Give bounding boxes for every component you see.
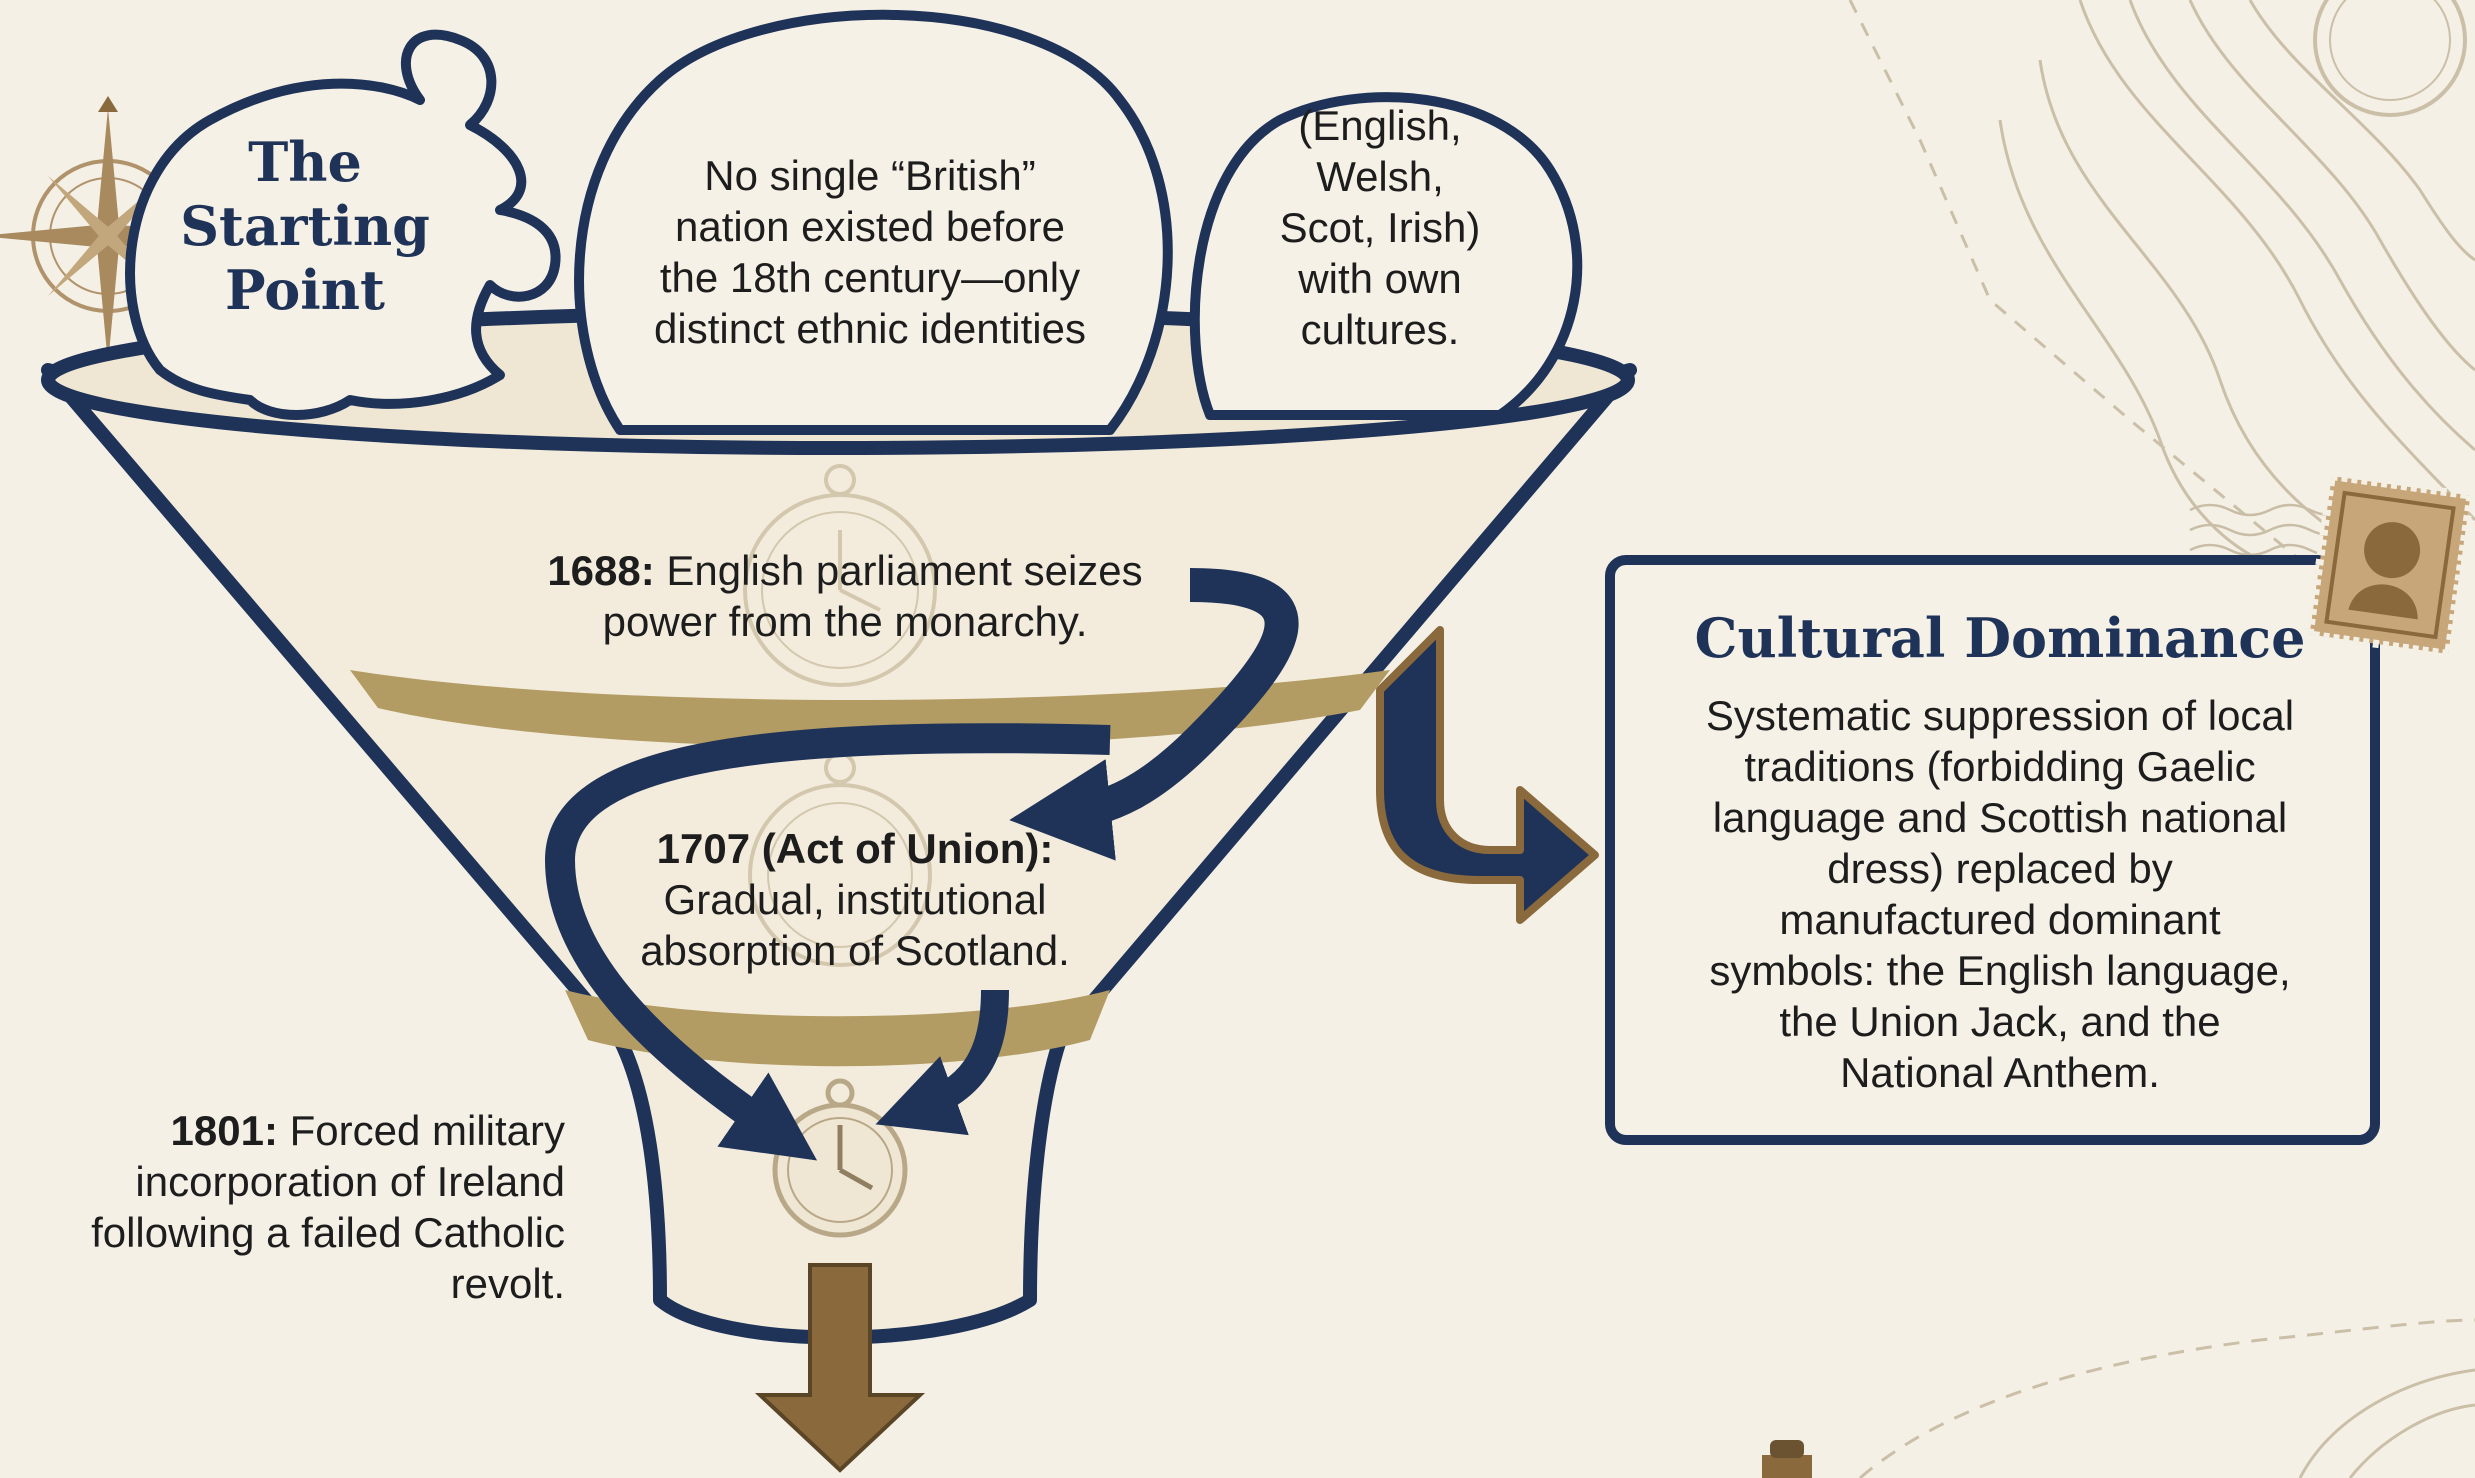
statement-line: nation existed before	[675, 203, 1065, 250]
identities-line: with own	[1298, 255, 1462, 302]
arrow-1688-to-1707	[1009, 568, 1299, 861]
event-1688-text-1: English parliament seizes	[666, 547, 1143, 594]
ink-bottle-icon	[1762, 1440, 1812, 1478]
event-1707-text-2: absorption of Scotland.	[640, 927, 1070, 974]
event-1688-text-2: power from the monarchy.	[602, 598, 1088, 645]
cultural-dominance-body: Systematic suppression of local traditio…	[1640, 690, 2360, 1098]
statement-line: the 18th century—only	[659, 254, 1081, 301]
identities-bubble	[1189, 92, 1583, 420]
starting-point-title: The Starting Point	[160, 130, 450, 322]
event-1801-text-3: following a failed Catholic	[91, 1209, 565, 1256]
card-body-line: traditions (forbidding Gaelic	[1744, 743, 2256, 790]
arrow-down-output	[754, 1263, 926, 1473]
event-1801-text-2: incorporation of Ireland	[135, 1158, 565, 1205]
event-1707: 1707 (Act of Union): Gradual, institutio…	[590, 823, 1120, 976]
cultural-dominance-card	[1605, 555, 2380, 1145]
statement-text: No single “British” nation existed befor…	[600, 150, 1140, 354]
funnel-band-upper	[350, 670, 1390, 748]
title-line-3: Point	[225, 258, 385, 322]
starting-point-puzzle-piece	[125, 29, 561, 420]
event-1707-text-1: Gradual, institutional	[663, 876, 1047, 923]
card-body-line: National Anthem.	[1840, 1049, 2160, 1096]
topographic-map-decoration	[1848, 0, 2475, 1478]
event-1801-text-4: revolt.	[450, 1260, 565, 1307]
title-line-2: Starting	[180, 194, 430, 258]
event-1801: 1801: Forced military incorporation of I…	[20, 1105, 565, 1309]
identities-line: Scot, Irish)	[1279, 204, 1481, 251]
event-1801-text-1: Forced military	[289, 1107, 565, 1154]
statement-line: No single “British”	[704, 152, 1036, 199]
title-line-1: The	[248, 130, 362, 194]
event-1801-year: 1801:	[170, 1107, 278, 1154]
arrow-loop-to-clock	[544, 723, 1111, 1161]
card-body-line: the Union Jack, and the	[1779, 998, 2221, 1045]
arrow-1707-to-clock	[875, 989, 1009, 1136]
card-body-line: manufactured dominant	[1779, 896, 2221, 943]
identities-line: cultures.	[1300, 306, 1460, 353]
identities-line: Welsh,	[1316, 153, 1444, 200]
statement-bubble	[574, 9, 1173, 435]
card-body-line: dress) replaced by	[1827, 845, 2173, 892]
cultural-dominance-title: Cultural Dominance	[1694, 606, 2306, 670]
arrow-to-cultural-dominance	[1376, 626, 1599, 924]
identities-text: (English, Welsh, Scot, Irish) with own c…	[1230, 100, 1530, 355]
event-1688-year: 1688:	[547, 547, 655, 594]
card-body-line: symbols: the English language,	[1709, 947, 2291, 994]
pocket-watch-icon	[743, 464, 937, 967]
postage-stamp-icon	[2305, 471, 2475, 659]
card-body-line: Systematic suppression of local	[1705, 692, 2295, 739]
card-body-line: language and Scottish national	[1712, 794, 2288, 841]
statement-line: distinct ethnic identities	[654, 305, 1086, 352]
event-1707-year: 1707 (Act of Union):	[656, 825, 1054, 872]
event-1688: 1688: English parliament seizes power fr…	[500, 545, 1190, 647]
identities-line: (English,	[1298, 102, 1462, 149]
